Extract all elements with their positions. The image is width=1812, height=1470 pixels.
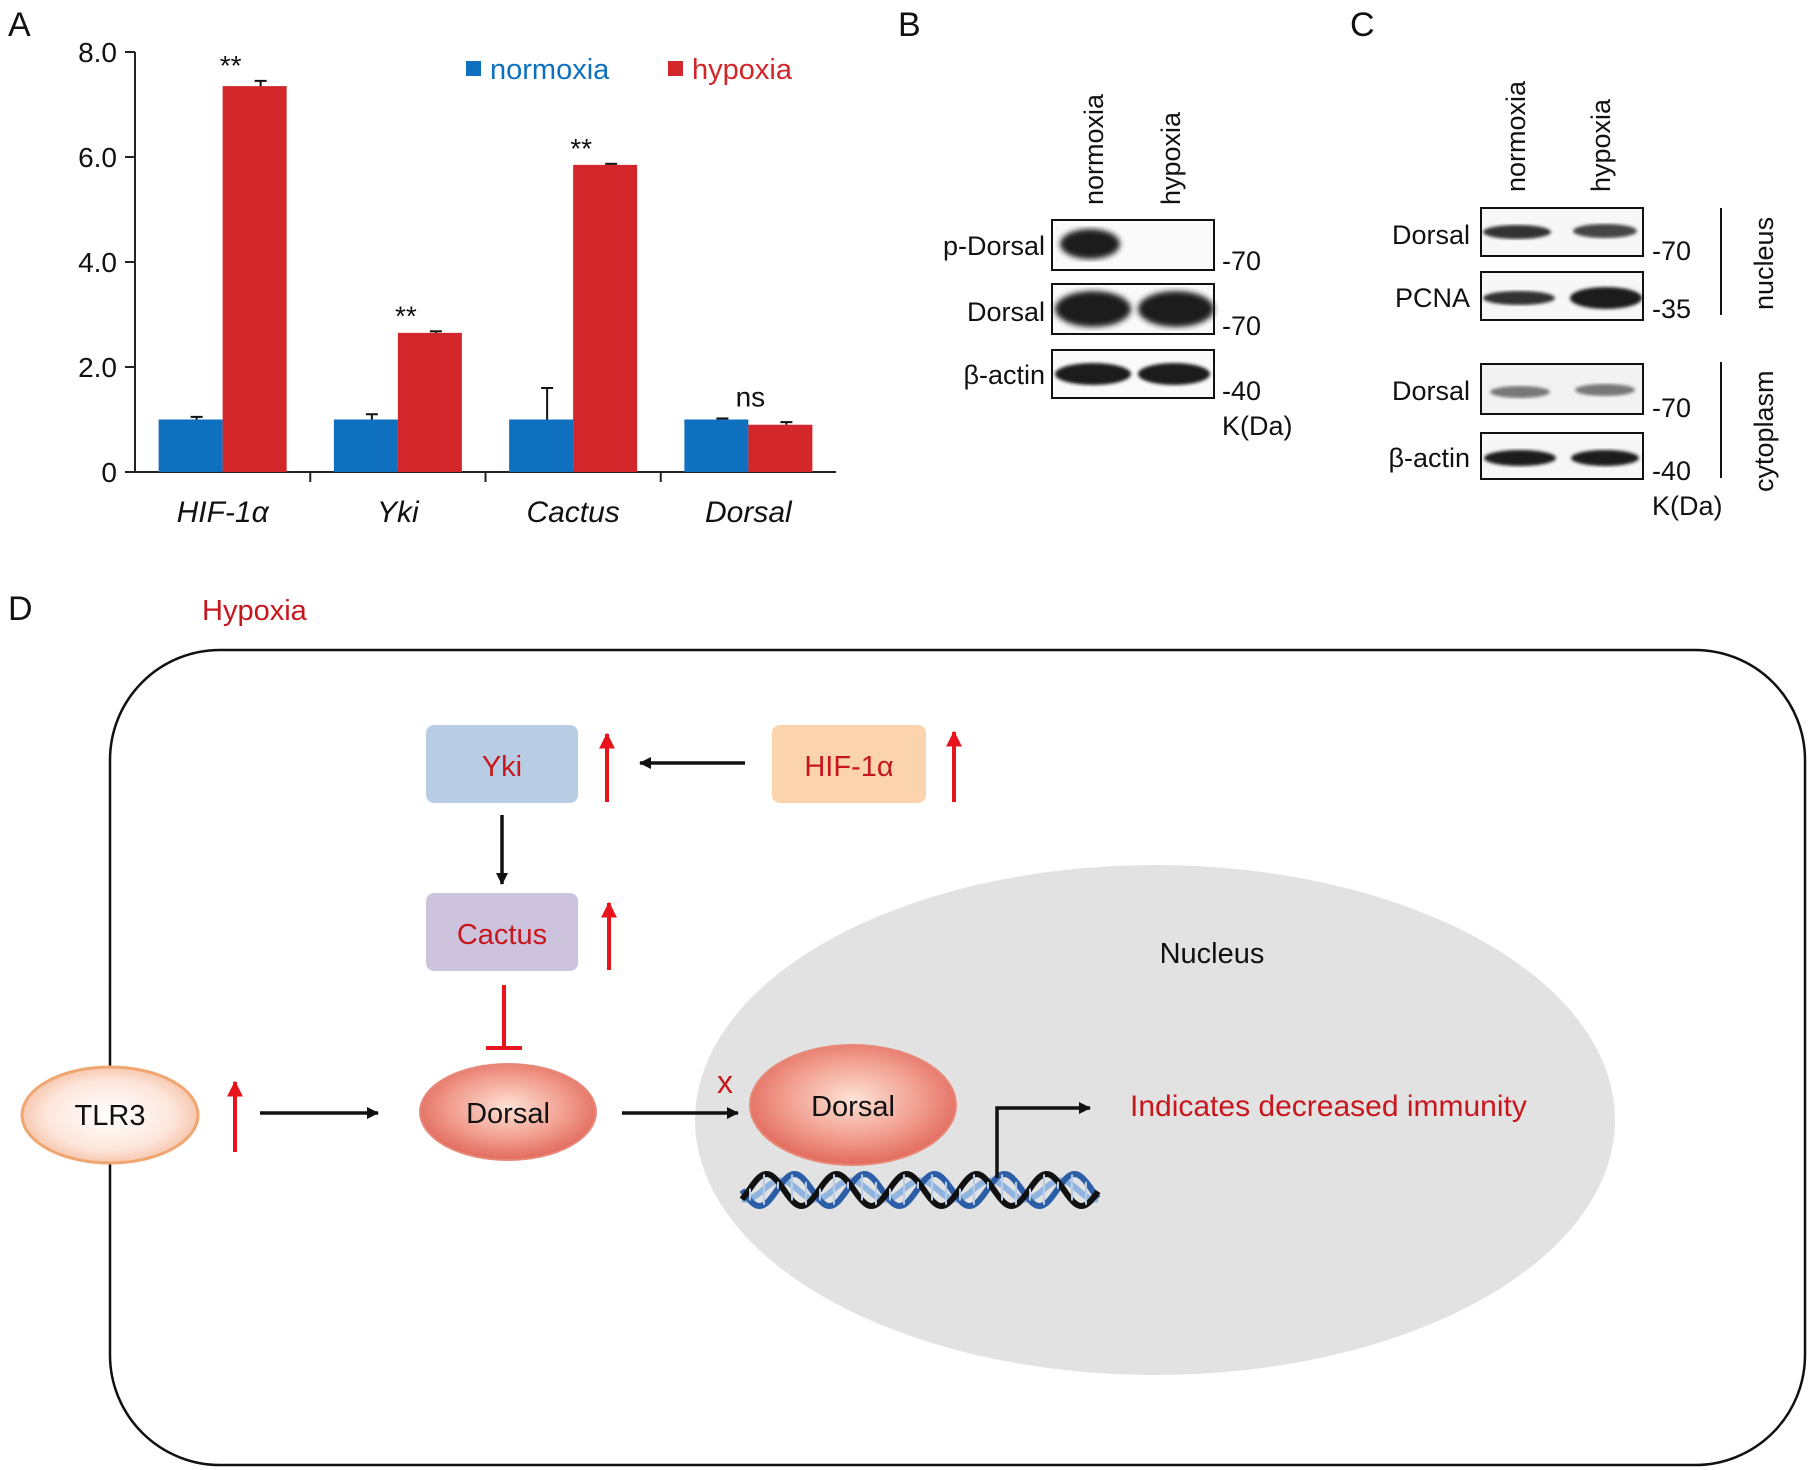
blot-marker: -70 [1652, 236, 1691, 266]
bar-normoxia [158, 419, 223, 472]
blot-band [1483, 291, 1555, 305]
blot-marker: -70 [1222, 311, 1261, 341]
dna-strand [739, 1170, 1101, 1210]
blot-band [1138, 291, 1214, 327]
blot-row-label: Dorsal [967, 297, 1045, 327]
dorsal-nucleus-label: Dorsal [811, 1091, 895, 1123]
bar-hypoxia [573, 164, 638, 472]
blot-band [1138, 363, 1210, 385]
cactus-label: Cactus [457, 919, 547, 951]
blot-marker: -35 [1652, 294, 1691, 324]
dorsal-cytoplasm-label: Dorsal [466, 1098, 550, 1130]
blot-band [1055, 291, 1131, 327]
nucleus [695, 865, 1615, 1375]
blot-band [1570, 287, 1642, 309]
yki-label: Yki [482, 751, 522, 783]
y-tick-label: 6.0 [78, 142, 117, 173]
blot-band [1575, 384, 1635, 396]
blot-band [1060, 229, 1120, 259]
outcome-label: Indicates decreased immunity [1130, 1090, 1527, 1123]
x-tick-label: Dorsal [705, 496, 793, 529]
yki-node [426, 725, 578, 803]
condition-label: Hypoxia [202, 595, 308, 627]
blot-row-label: β-actin [1388, 443, 1470, 473]
bar-hypoxia [397, 332, 462, 472]
dorsal-nucleus-node [749, 1044, 957, 1166]
fraction-label-cytoplasm: cytoplasm [1749, 370, 1779, 492]
x-tick-label: Cactus [526, 496, 619, 529]
x-tick-label: Yki [377, 496, 420, 529]
molecular-weight-unit: K(Da) [1652, 491, 1723, 521]
nucleus-label: Nucleus [1160, 938, 1265, 970]
hif-node [772, 725, 926, 803]
blot-row-label: PCNA [1395, 283, 1470, 313]
blot-band [1571, 450, 1639, 466]
panel-letter-c: C [1350, 6, 1375, 44]
blot-row-label: Dorsal [1392, 220, 1470, 250]
blot-band [1483, 225, 1551, 239]
tlr3-node [20, 1065, 200, 1165]
dorsal-cytoplasm-node [419, 1063, 597, 1161]
blot-row-label: p-Dorsal [943, 231, 1045, 261]
x-ticks [309, 472, 662, 482]
lane-label-normoxia: normoxia [1079, 93, 1109, 205]
legend-swatch-hypoxia [668, 61, 683, 76]
tlr3-label: TLR3 [75, 1100, 146, 1132]
x-tick-labels: HIF-1α Yki Cactus Dorsal [177, 496, 793, 529]
significance-labels: ** ** ** ns [220, 50, 765, 413]
blot-band [1573, 224, 1637, 238]
bar-hypoxia [222, 86, 287, 472]
pathway-diagram: Hypoxia Nucleus Yki HIF-1α Cactus TLR3 D [20, 595, 1807, 1467]
y-tick-label: 4.0 [78, 247, 117, 278]
panel-letter-a: A [8, 6, 31, 44]
y-tick-label: 2.0 [78, 352, 117, 383]
legend-label-normoxia: normoxia [490, 54, 610, 86]
fraction-label-nucleus: nucleus [1749, 217, 1779, 310]
legend: normoxia hypoxia [466, 54, 793, 86]
blot-marker: -70 [1222, 246, 1261, 276]
blot-marker: -40 [1222, 376, 1261, 406]
dna-helix-icon [739, 1170, 1101, 1210]
hif-label: HIF-1α [804, 751, 893, 783]
x-tick-label: HIF-1α [177, 496, 270, 529]
blot-band [1055, 363, 1131, 385]
blot-panel-c: normoxia hypoxia Dorsal -70 PCNA -35 nuc… [1388, 80, 1779, 521]
bar-chart-a: 0 2.0 4.0 6.0 8.0 ** ** ** ns HIF-1α Yki Cactus Do… [78, 37, 836, 529]
molecular-weight-unit: K(Da) [1222, 411, 1293, 441]
bar-hypoxia [748, 424, 813, 472]
bars [158, 86, 813, 472]
y-ticks: 0 2.0 4.0 6.0 8.0 [78, 37, 135, 488]
error-bars [190, 79, 793, 425]
lane-label-normoxia: normoxia [1501, 80, 1531, 192]
panel-letter-d: D [8, 590, 33, 628]
lane-label-hypoxia: hypoxia [1586, 98, 1616, 192]
y-tick-label: 0 [101, 457, 117, 488]
blot-band [1484, 450, 1556, 466]
blot-row-label: β-actin [963, 360, 1045, 390]
cactus-node [426, 893, 578, 971]
blot-band [1490, 386, 1550, 398]
blot-marker: -40 [1652, 456, 1691, 486]
significance-label: ns [736, 381, 766, 412]
transcription-arrow [995, 1102, 1091, 1178]
bar-normoxia [333, 419, 398, 472]
blot-marker: -70 [1652, 393, 1691, 423]
significance-label: ** [570, 133, 592, 164]
bar-normoxia [509, 419, 574, 472]
y-tick-label: 8.0 [78, 37, 117, 68]
legend-swatch-normoxia [466, 61, 481, 76]
significance-label: ** [220, 50, 242, 81]
blot-panel-b: normoxia hypoxia p-Dorsal -70 Dorsal -70… [943, 93, 1293, 441]
significance-label: ** [395, 300, 417, 331]
panel-letter-b: B [898, 6, 921, 44]
bar-normoxia [684, 419, 749, 472]
block-mark: x [717, 1064, 733, 1100]
blot-row-label: Dorsal [1392, 376, 1470, 406]
legend-label-hypoxia: hypoxia [692, 54, 793, 86]
lane-label-hypoxia: hypoxia [1156, 111, 1186, 205]
